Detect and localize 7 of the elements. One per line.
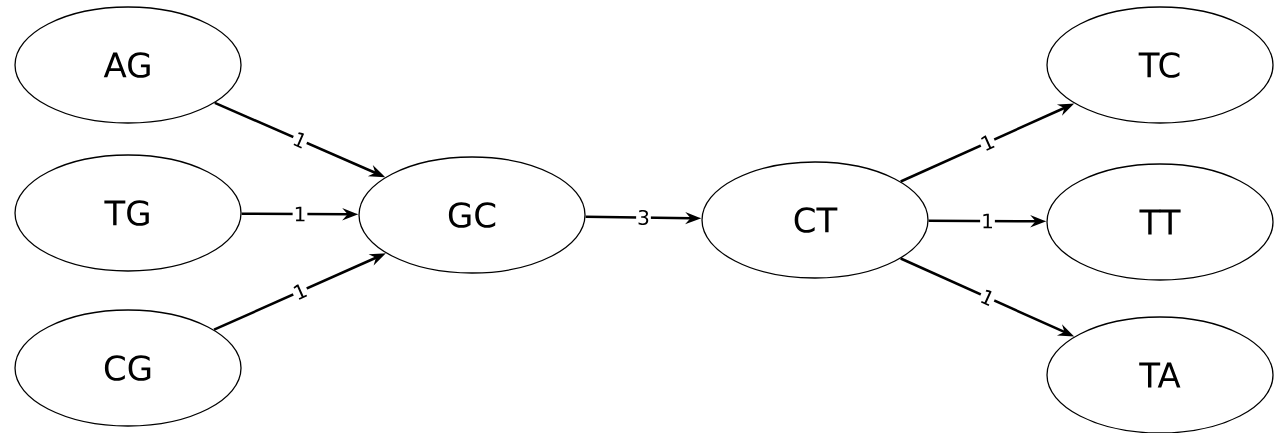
edge-label: 1 xyxy=(980,212,995,230)
edge-label: 1 xyxy=(977,131,998,154)
edge-label: 1 xyxy=(977,286,998,309)
edge-label: 1 xyxy=(289,129,311,151)
edge-label: 1 xyxy=(289,280,311,303)
edge-label: 3 xyxy=(636,208,651,227)
edge-label: 1 xyxy=(292,205,308,223)
